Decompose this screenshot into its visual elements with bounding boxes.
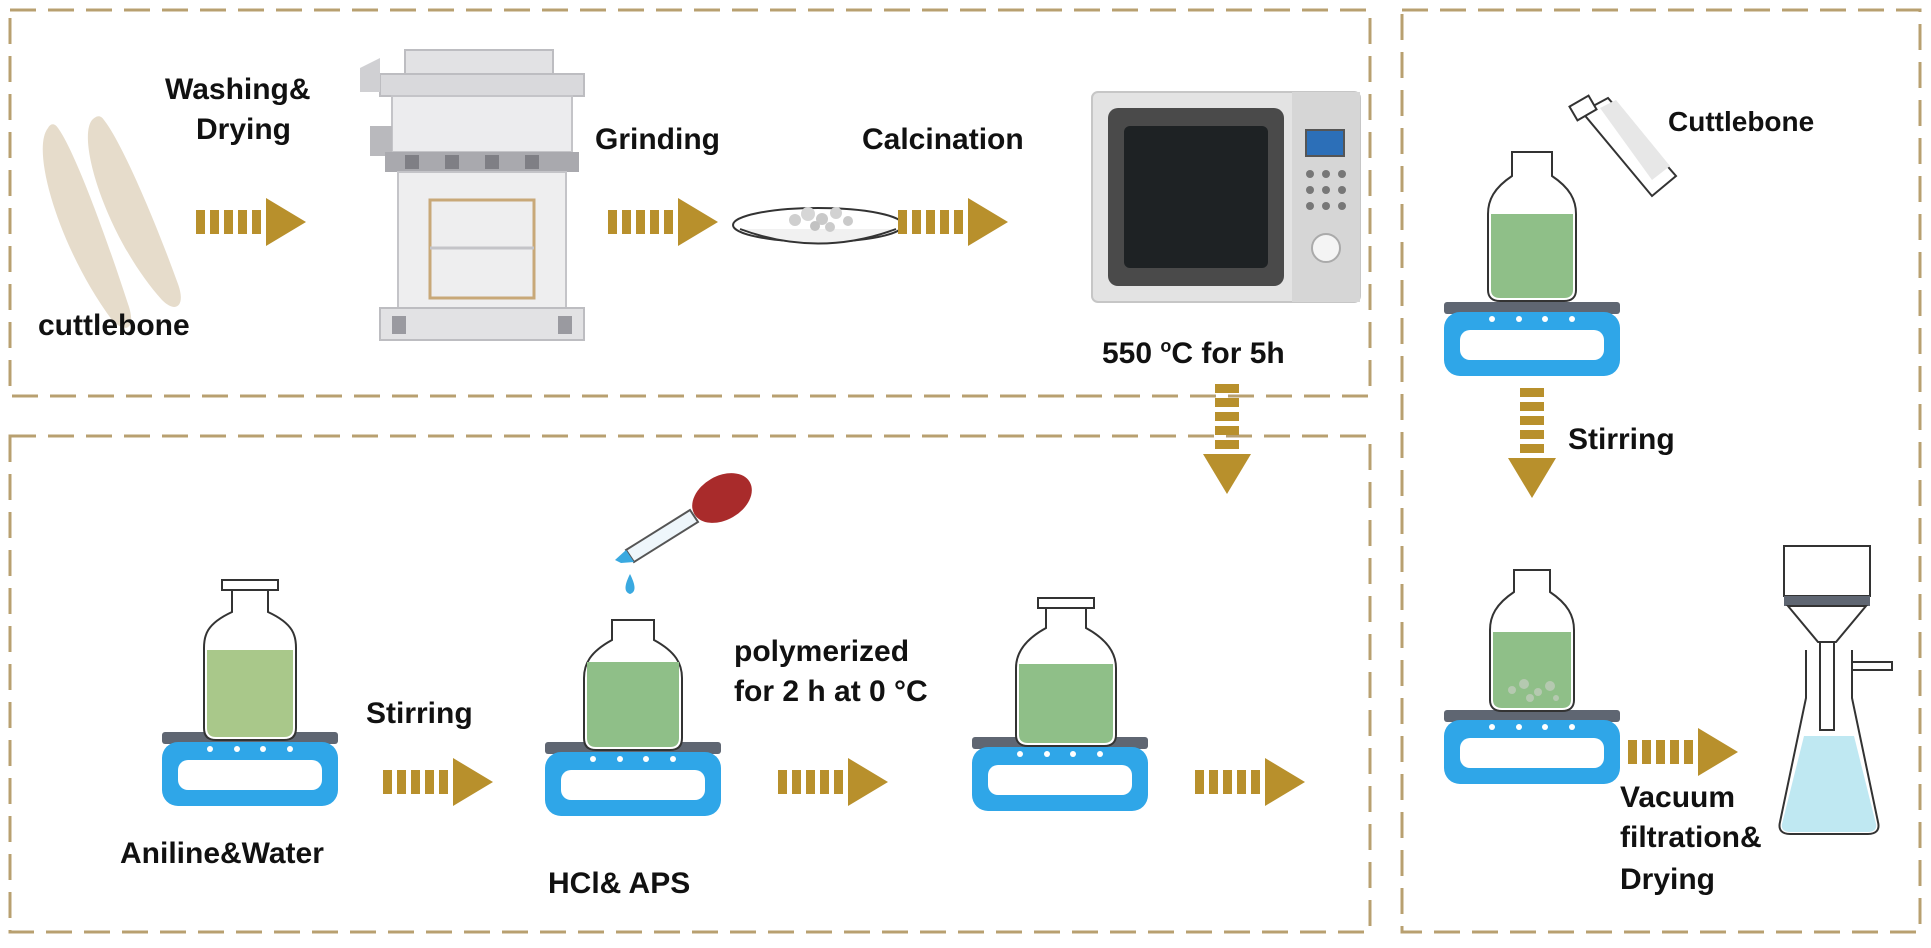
arrow-stir-to-hcl bbox=[383, 758, 493, 806]
label-filtration: filtration& bbox=[1620, 821, 1762, 854]
arrow-wash-to-grind bbox=[196, 198, 306, 246]
temperature-value: 550 bbox=[1102, 337, 1153, 370]
arrow-poly-to-right bbox=[1195, 758, 1305, 806]
vacuum-filter-flask-icon bbox=[1778, 545, 1893, 835]
label-temperature: 550 oC for 5h bbox=[1102, 328, 1285, 372]
label-washing: Washing& bbox=[165, 73, 311, 106]
frame-right bbox=[1400, 8, 1922, 934]
microwave-oven-icon bbox=[1091, 91, 1361, 303]
label-hcl-aps: HCl& APS bbox=[548, 867, 691, 900]
arrow-grind-to-dish bbox=[608, 198, 718, 246]
arrow-hcl-to-poly bbox=[778, 758, 888, 806]
label-grinding: Grinding bbox=[595, 123, 720, 156]
bottle-stirrer-icon bbox=[545, 619, 721, 816]
label-drying-final: Drying bbox=[1620, 863, 1716, 896]
label-calcination: Calcination bbox=[862, 123, 1024, 156]
arrow-dish-to-oven bbox=[898, 198, 1008, 246]
bottle-stirrer-icon bbox=[162, 579, 338, 806]
grinder-mill-icon bbox=[360, 49, 585, 341]
dropper-icon bbox=[615, 473, 752, 594]
label-stirring-left: Stirring bbox=[366, 697, 473, 730]
label-polymerized: polymerized bbox=[734, 635, 910, 668]
arrow-stirring-down bbox=[1508, 388, 1556, 498]
label-cuttlebone-upper: Cuttlebone bbox=[1668, 106, 1815, 137]
label-vacuum: Vacuum bbox=[1620, 781, 1736, 814]
bottle-stirrer-icon bbox=[1444, 151, 1620, 376]
label-stirring-right: Stirring bbox=[1568, 423, 1675, 456]
temperature-degree: o bbox=[1160, 336, 1172, 356]
temperature-rest: C for 5h bbox=[1171, 337, 1285, 370]
bottle-stirrer-icon bbox=[1444, 569, 1620, 784]
arrow-to-filtration bbox=[1628, 728, 1738, 776]
label-aniline-water: Aniline&Water bbox=[120, 837, 324, 870]
bottle-stirrer-icon bbox=[972, 597, 1148, 811]
label-drying: Drying bbox=[196, 113, 292, 146]
cuttlebone-icon bbox=[42, 116, 181, 328]
dish-powder-icon bbox=[732, 207, 904, 245]
powder-bottle-icon bbox=[1568, 94, 1678, 198]
label-polymerized-condition: for 2 h at 0 °C bbox=[734, 675, 928, 708]
arrow-oven-down bbox=[1203, 384, 1251, 494]
label-cuttlebone-lower: cuttlebone bbox=[38, 309, 190, 342]
frame-bottom-left bbox=[8, 434, 1372, 934]
